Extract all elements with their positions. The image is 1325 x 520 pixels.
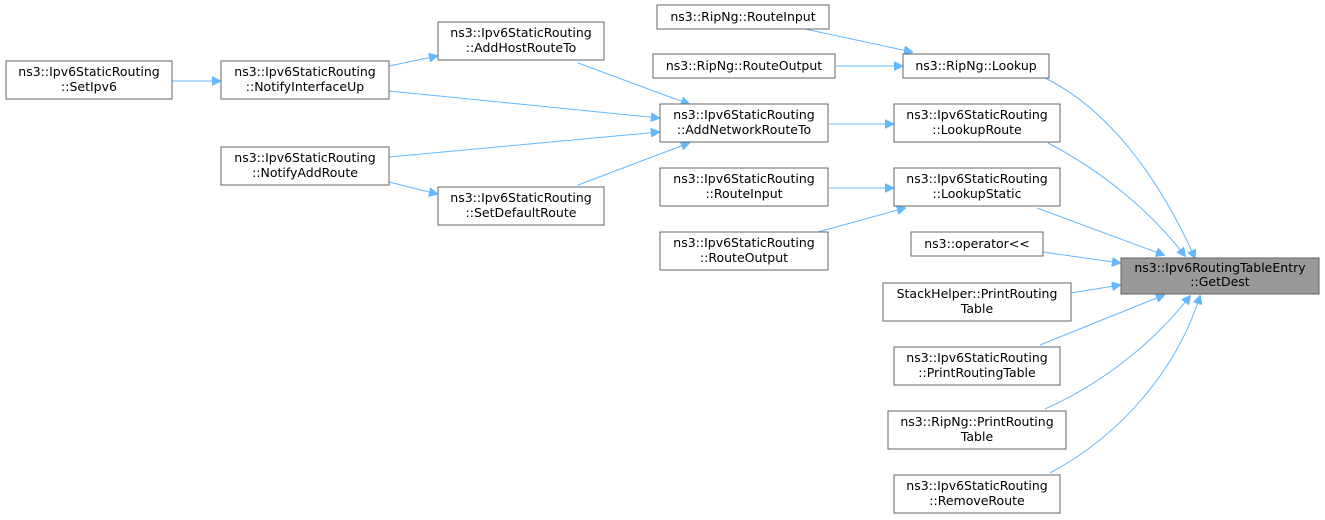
node-staticrouting-notifyinterfaceup[interactable]: ns3::Ipv6StaticRouting ::NotifyInterface… — [220, 60, 390, 100]
edge-ripng-printrouting-to-getdest — [1044, 296, 1190, 410]
node-label-line-2: Table — [960, 429, 994, 444]
edge-notifyinterfaceup-to-addnetworkrouteto — [388, 90, 659, 118]
node-label-line-1: ns3::Ipv6StaticRouting — [450, 25, 591, 40]
node-ripng-lookup[interactable]: ns3::RipNg::Lookup — [902, 53, 1050, 79]
node-staticrouting-addhostrouteto[interactable]: ns3::Ipv6StaticRouting ::AddHostRouteTo — [437, 21, 605, 61]
node-staticrouting-routeoutput[interactable]: ns3::Ipv6StaticRouting ::RouteOutput — [659, 231, 829, 271]
node-label-line-2: ::RouteOutput — [700, 250, 788, 265]
node-label: ns3::RipNg::RouteInput — [670, 9, 815, 24]
node-staticrouting-printroutingtable[interactable]: ns3::Ipv6StaticRouting ::PrintRoutingTab… — [893, 346, 1061, 386]
node-label-line-1: ns3::Ipv6StaticRouting — [906, 107, 1047, 122]
node-label-line-2: ::SetDefaultRoute — [466, 205, 577, 220]
node-ripng-routeinput[interactable]: ns3::RipNg::RouteInput — [656, 4, 830, 30]
node-staticrouting-lookuproute[interactable]: ns3::Ipv6StaticRouting ::LookupRoute — [893, 103, 1061, 143]
node-label: ns3::RipNg::Lookup — [915, 58, 1036, 73]
node-ripng-printroutingtable[interactable]: ns3::RipNg::PrintRouting Table — [887, 410, 1067, 450]
node-staticrouting-setipv6[interactable]: ns3::Ipv6StaticRouting ::SetIpv6 — [5, 60, 173, 100]
node-label-line-2: Table — [960, 301, 994, 316]
node-ipv6routingtableentry-getdest[interactable]: ns3::Ipv6RoutingTableEntry ::GetDest — [1120, 257, 1320, 295]
node-label-line-1: StackHelper::PrintRouting — [897, 286, 1058, 301]
node-label-line-1: ns3::Ipv6StaticRouting — [450, 190, 591, 205]
node-label-line-2: ::AddNetworkRouteTo — [677, 122, 811, 137]
edge-notifyaddroute-to-setdefaultroute — [388, 181, 437, 194]
edge-lookup-to-getdest — [1044, 77, 1195, 258]
node-label: ns3::RipNg::RouteOutput — [666, 58, 822, 73]
node-label-line-2: ::RouteInput — [705, 186, 782, 201]
edge-lookuproute-to-getdest — [1047, 142, 1185, 256]
node-label-line-2: ::NotifyAddRoute — [252, 165, 358, 180]
node-label-line-2: ::LookupStatic — [933, 186, 1022, 201]
node-label-line-1: ns3::Ipv6StaticRouting — [18, 64, 159, 79]
edge-notifyinterfaceup-to-addhostrouteto — [388, 56, 437, 67]
node-label-line-2: ::RemoveRoute — [929, 493, 1025, 508]
node-label-line-2: ::PrintRoutingTable — [918, 365, 1036, 380]
edges-layer — [172, 28, 1200, 474]
node-staticrouting-notifyaddroute[interactable]: ns3::Ipv6StaticRouting ::NotifyAddRoute — [220, 146, 390, 186]
node-label-line-2: ::AddHostRouteTo — [466, 40, 577, 55]
edge-notifyaddroute-to-addnetworkrouteto — [388, 132, 659, 158]
node-label-line-1: ns3::RipNg::PrintRouting — [900, 414, 1053, 429]
node-label-line-2: ::NotifyInterfaceUp — [246, 79, 364, 94]
node-label-line-1: ns3::Ipv6StaticRouting — [673, 171, 814, 186]
node-staticrouting-removeroute[interactable]: ns3::Ipv6StaticRouting ::RemoveRoute — [893, 474, 1061, 514]
node-staticrouting-routeinput[interactable]: ns3::Ipv6StaticRouting ::RouteInput — [659, 167, 829, 207]
edge-operator-to-getdest — [1042, 251, 1120, 263]
edge-setdefaultroute-to-addnetworkrouteto — [577, 143, 689, 186]
edge-addhostrouteto-to-addnetworkrouteto — [577, 62, 689, 104]
node-operator-stream[interactable]: ns3::operator<< — [910, 231, 1044, 257]
node-label: ns3::operator<< — [924, 236, 1030, 251]
node-stackhelper-printroutingtable[interactable]: StackHelper::PrintRouting Table — [882, 282, 1072, 322]
node-staticrouting-setdefaultroute[interactable]: ns3::Ipv6StaticRouting ::SetDefaultRoute — [437, 186, 605, 226]
node-label-line-2: ::GetDest — [1190, 274, 1250, 289]
node-staticrouting-lookupstatic[interactable]: ns3::Ipv6StaticRouting ::LookupStatic — [893, 167, 1061, 207]
node-label-line-1: ns3::Ipv6StaticRouting — [906, 478, 1047, 493]
edge-routeinput-to-lookup — [804, 28, 912, 52]
node-label-line-1: ns3::Ipv6StaticRouting — [234, 64, 375, 79]
node-label-line-2: ::SetIpv6 — [61, 79, 117, 94]
node-label-line-1: ns3::Ipv6StaticRouting — [234, 150, 375, 165]
edge-lookupstatic-to-getdest — [1036, 207, 1164, 255]
node-label-line-1: ns3::Ipv6RoutingTableEntry — [1134, 260, 1306, 275]
nodes-layer: ns3::Ipv6RoutingTableEntry ::GetDest ns3… — [5, 4, 1320, 514]
node-label-line-1: ns3::Ipv6StaticRouting — [673, 235, 814, 250]
node-staticrouting-addnetworkrouteto[interactable]: ns3::Ipv6StaticRouting ::AddNetworkRoute… — [659, 103, 829, 143]
edge-removeroute-to-getdest — [1049, 296, 1200, 474]
node-label-line-1: ns3::Ipv6StaticRouting — [673, 107, 814, 122]
edge-stackhelper-to-getdest — [1070, 285, 1120, 294]
edge-printroutingtable-to-getdest — [1039, 295, 1164, 346]
edge-sr-routeoutput-to-lookupstatic — [817, 208, 905, 233]
node-label-line-1: ns3::Ipv6StaticRouting — [906, 350, 1047, 365]
node-label-line-1: ns3::Ipv6StaticRouting — [906, 171, 1047, 186]
node-ripng-routeoutput[interactable]: ns3::RipNg::RouteOutput — [652, 53, 836, 79]
node-label-line-2: ::LookupRoute — [932, 122, 1022, 137]
